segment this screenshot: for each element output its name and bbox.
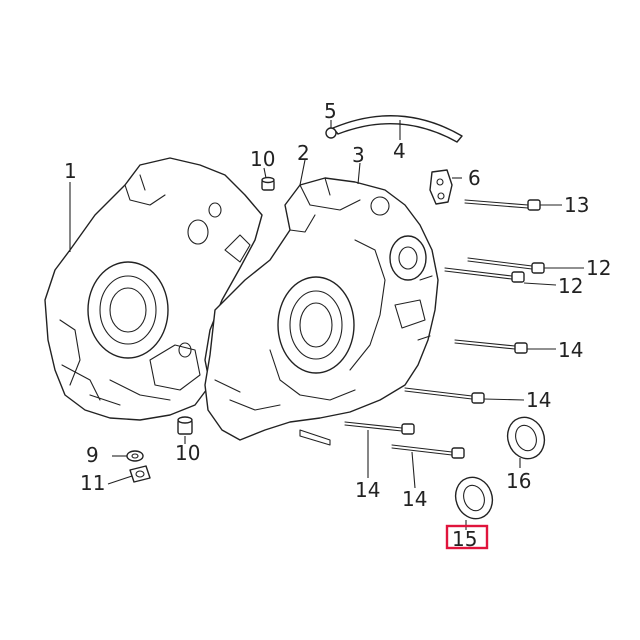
dowel-pin-upper[interactable]: [261, 176, 275, 191]
callout-14-a: 14: [558, 338, 583, 362]
highlight-box: [445, 524, 489, 550]
breather-tube[interactable]: [325, 115, 463, 143]
callout-14-c: 14: [355, 478, 380, 502]
callout-10-lower: 10: [175, 441, 200, 465]
callout-4: 4: [393, 139, 406, 163]
callout-3: 3: [352, 143, 365, 167]
callout-6: 6: [468, 166, 481, 190]
washer[interactable]: [126, 450, 144, 462]
dowel-pin-lower[interactable]: [177, 416, 193, 435]
callout-12-lower: 12: [558, 274, 583, 298]
callout-13: 13: [564, 193, 589, 217]
callout-2: 2: [297, 141, 310, 165]
right-crankcase-half[interactable]: [204, 177, 439, 446]
oil-seal-15[interactable]: [450, 472, 498, 524]
bolt-12-lower[interactable]: [444, 267, 525, 283]
callout-11: 11: [80, 471, 105, 495]
drain-plug[interactable]: [129, 465, 151, 483]
bolt-14-a[interactable]: [454, 339, 528, 354]
callout-12-upper: 12: [586, 256, 611, 280]
oil-seal-16[interactable]: [502, 412, 550, 464]
leader-lines: [69, 120, 584, 530]
bolt-13[interactable]: [464, 199, 541, 211]
bracket[interactable]: [429, 169, 453, 205]
bolt-14-d[interactable]: [391, 444, 465, 459]
callout-5: 5: [324, 99, 337, 123]
bolt-14-b[interactable]: [404, 387, 485, 404]
callout-10-upper: 10: [250, 147, 275, 171]
callout-14-b: 14: [526, 388, 551, 412]
bolt-14-c[interactable]: [344, 421, 415, 435]
bolt-12-upper[interactable]: [467, 257, 545, 274]
left-crankcase-half[interactable]: [44, 157, 263, 421]
callout-16: 16: [506, 469, 531, 493]
callout-14-d: 14: [402, 487, 427, 511]
callout-1: 1: [64, 159, 77, 183]
callout-9: 9: [86, 443, 99, 467]
